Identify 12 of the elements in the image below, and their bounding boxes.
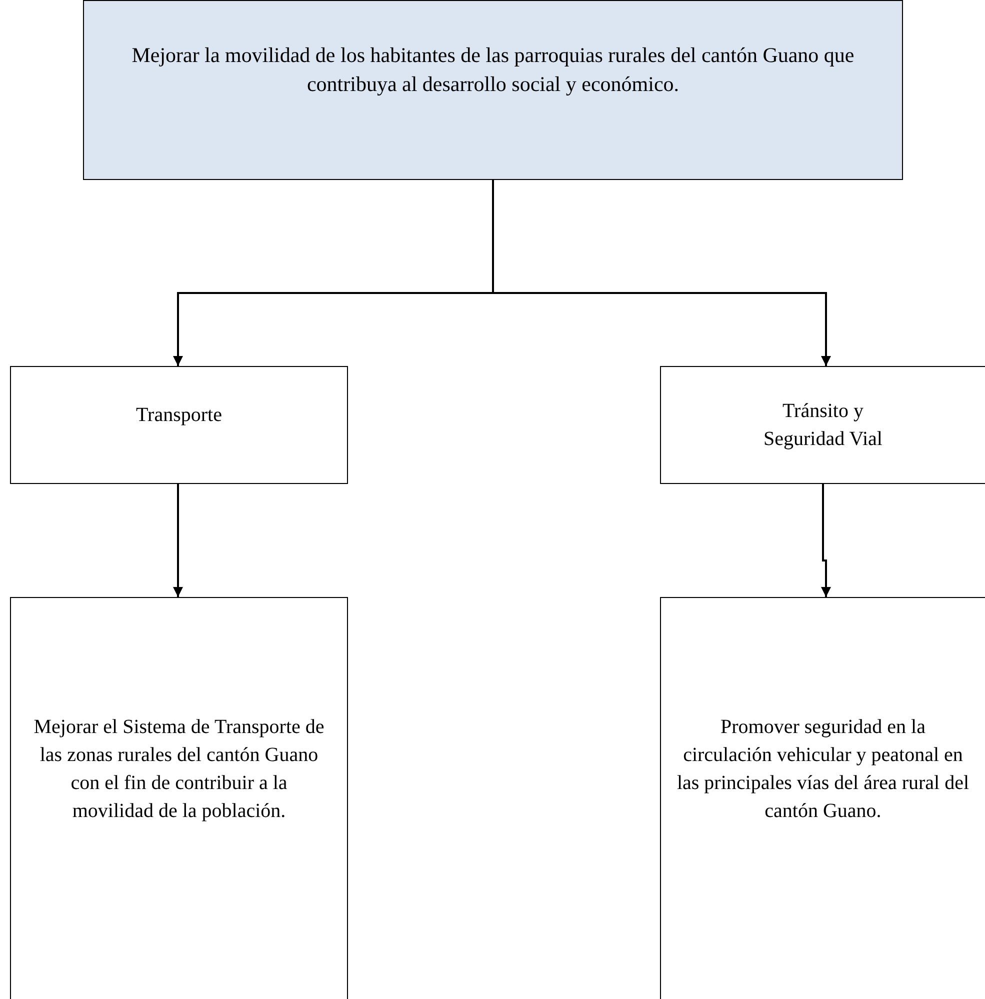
box-text: Mejorar el Sistema de Transporte de las zonas rurales del cantón Guano con el fin de contribuir a la movilidad de la población.	[33, 714, 325, 824]
process-box	[10, 597, 348, 999]
box-text: Mejorar la movilidad de los habitantes de las parroquias rurales del cantón Guano que contribuya al desarrollo social y económico.	[130, 42, 856, 98]
process-box	[660, 366, 985, 484]
box-text: Tránsito y Seguridad Vial	[762, 399, 884, 452]
arrow	[821, 484, 831, 597]
box-text: Transporte	[136, 403, 222, 428]
process-box	[10, 366, 348, 484]
process-box	[660, 597, 985, 999]
box-text: Promover seguridad en la circulación vehicular y peatonal en las principales vías del área rural del cantón Guano.	[676, 714, 970, 824]
arrow	[173, 484, 183, 597]
process-box	[83, 0, 903, 180]
